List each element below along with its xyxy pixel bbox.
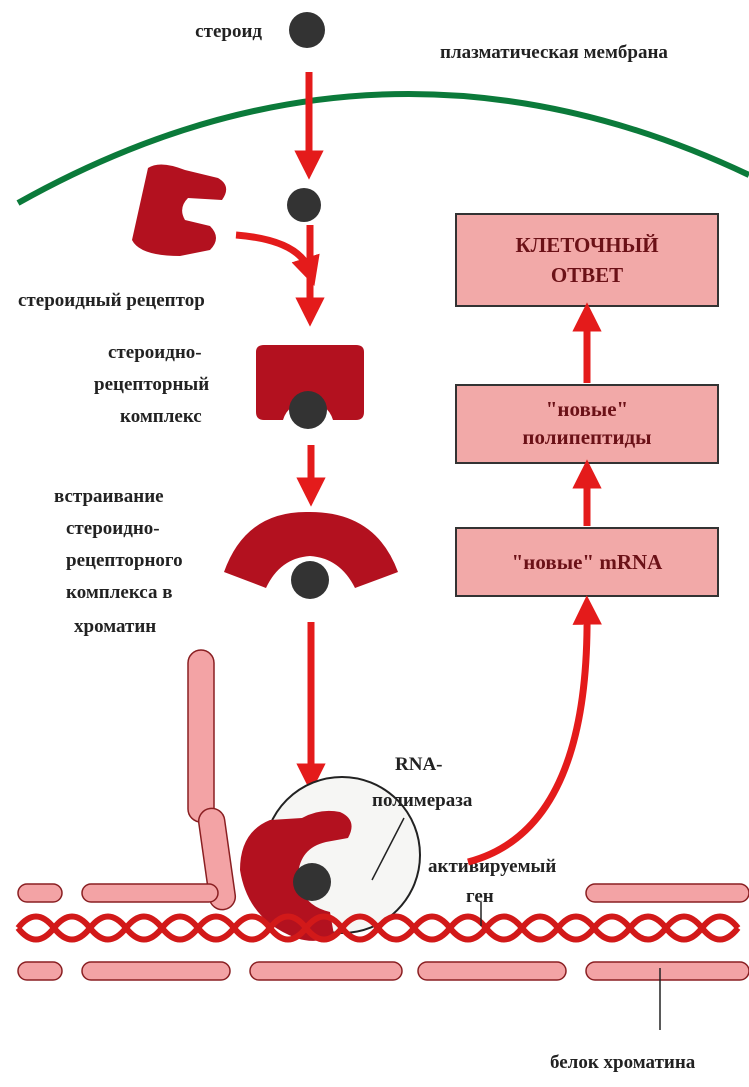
arrow-receptor-join [236, 235, 310, 272]
label-insertion-5: хроматин [74, 616, 156, 637]
activated-steroid [291, 561, 329, 599]
label-complex-1: стероидно- [108, 342, 202, 363]
box-cell-response [456, 214, 718, 306]
label-steroid-receptor: стероидный рецептор [18, 290, 205, 311]
label-activated-gene-1: активируемый [428, 856, 556, 877]
label-insertion-4: комплекса в [66, 582, 172, 603]
bound-steroid [293, 863, 331, 901]
box-cell-response-line1: КЛЕТОЧНЫЙ [515, 233, 658, 257]
label-activated-gene-2: ген [466, 886, 494, 907]
label-chromatin-protein: белок хроматина [550, 1052, 696, 1073]
box-new-mrna-line1: "новые" mRNA [512, 550, 664, 574]
label-plasma-membrane: плазматическая мембрана [440, 42, 668, 63]
box-new-polypeptides-line2: полипептиды [522, 425, 651, 449]
label-complex-2: рецепторный [94, 374, 209, 395]
chromatin-rod-upper [188, 650, 214, 822]
plasma-membrane [18, 94, 749, 203]
label-insertion-3: рецепторного [66, 550, 183, 571]
complex-steroid [289, 391, 327, 429]
label-insertion-1: встраивание [54, 486, 164, 507]
arrow-transcription-to-mrna [468, 610, 587, 862]
box-cell-response-line2: ОТВЕТ [551, 263, 623, 287]
label-complex-3: комплекс [120, 406, 202, 427]
label-rna-polymerase-2: полимераза [372, 790, 473, 811]
steroid-receptor-shape [132, 164, 226, 256]
steroid-inside [287, 188, 321, 222]
label-insertion-2: стероидно- [66, 518, 160, 539]
label-steroid: стероид [195, 21, 262, 42]
label-rna-polymerase-1: RNA- [395, 754, 443, 775]
box-new-polypeptides-line1: "новые" [546, 397, 628, 421]
steroid-molecule [289, 12, 325, 48]
chromatin-proteins-lower [18, 962, 749, 980]
